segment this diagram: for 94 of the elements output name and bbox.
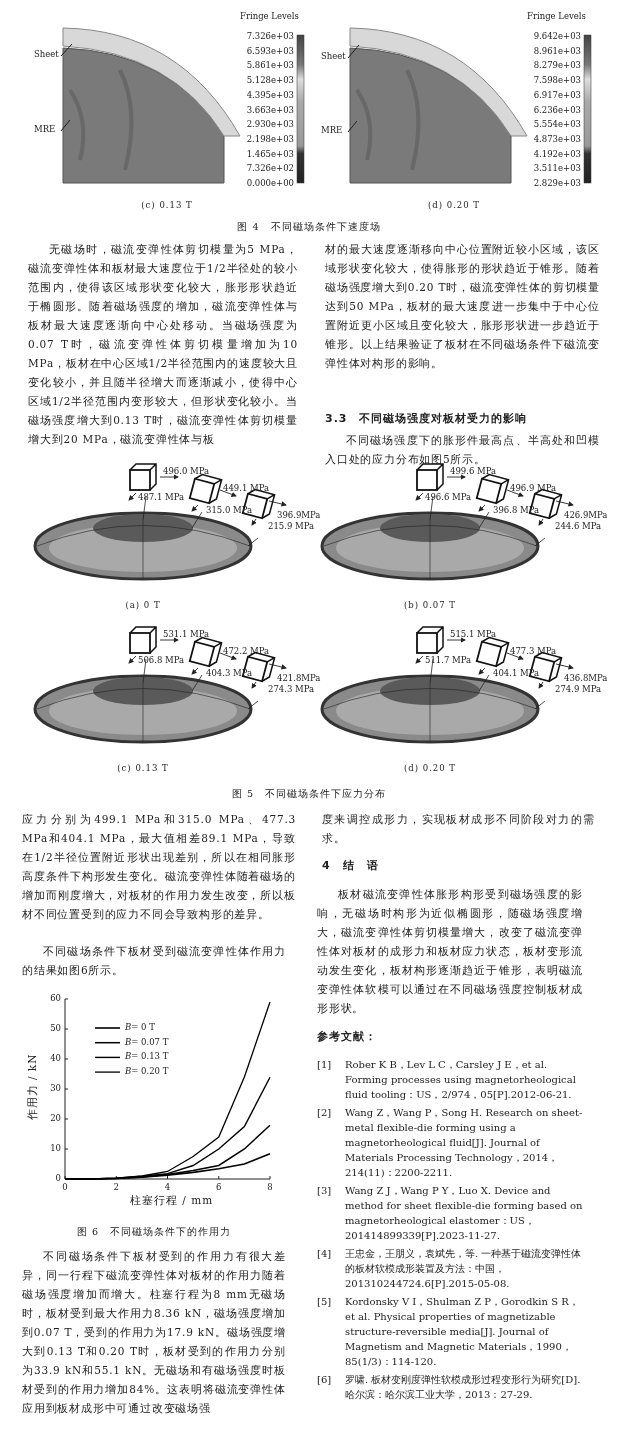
stress-value: 396.9MPa — [277, 510, 321, 520]
stress-value: 449.1 MPa — [223, 483, 270, 493]
axis-tick-label: 0 — [54, 1173, 61, 1183]
axis-tick-label: 4 — [163, 1182, 172, 1192]
axis-tick-label: 20 — [49, 1113, 61, 1123]
legend-label: B= 0.20 T — [125, 1066, 169, 1077]
scale-value: 7.326e+02 — [245, 163, 294, 174]
figure-caption: 图 6 不同磁场条件下的作用力 — [75, 1226, 233, 1239]
scale-value: 2.930e+03 — [245, 119, 294, 130]
body-paragraph: 不同磁场条件下板材受到磁流变弹性体作用力的结果如图6所示。 — [22, 944, 286, 978]
reference-entry: Wang Z J，Wang P Y，Luo X. Device and method for sheet flexible-die forming based on magnetorheological elastomer：US，201414899339[P].2023-11-27. — [345, 1184, 584, 1243]
legend-label: B= 0 T — [125, 1022, 155, 1032]
scale-value: 4.395e+03 — [245, 89, 294, 100]
body-paragraph: 应力分别为499.1 MPa和315.0 MPa、477.3 MPa和404.1 MPa，最大值相差89.1 MPa，导致在1/2半径位置附近形状出现差别，所以在相同胀形高度条件下构形发生变化。磁流变弹性体随着磁场的增加而刚度增大，对板材的作用力发生改变，所以板材不同位置受到的应力不同会导致构形的差异。 — [22, 812, 296, 922]
reference-entry: Kordonsky V I，Shulman Z P，Gorodkin S R，et al. Physical properties of magnetizable structure-reversible media[J]. Journal of Magnetism and Magnetic Materials，1990，85(1/3)：114-120. — [345, 1295, 580, 1369]
subfigure-caption: (d) 0.20 T — [402, 763, 458, 773]
stress-value: 506.8 MPa — [138, 655, 185, 665]
stress-value: 436.8MPa — [564, 673, 608, 683]
stress-value: 487.1 MPa — [138, 492, 185, 502]
legend-label: B= 0.07 T — [125, 1036, 169, 1047]
axis-tick-label: 2 — [112, 1182, 120, 1192]
axis-tick-label: 60 — [49, 993, 61, 1003]
stress-value: 274.3 MPa — [268, 684, 315, 694]
axis-tick-label: 0 — [61, 1182, 69, 1192]
subfigure-caption: (d) 0.20 T — [426, 200, 482, 210]
body-paragraph: 度来调控成形力，实现板材成形不同阶段对力的需求。 — [322, 812, 595, 846]
reference-entry: 罗啸. 板材变刚度弹性软模成形过程变形行为研究[D]. 哈尔滨：哈尔滨工业大学，2013：27-29. — [345, 1373, 582, 1402]
body-paragraph: 无磁场时，磁流变弹性体剪切模量为5 MPa，磁流变弹性体和板材最大速度位于1/2半径处的较小范围内，使得该区域形状变化较大，胀形形状趋近于椭圆形。随着磁场强度的增加，磁流变弹性体与板材最大速度逐渐向中心处移动。当磁场强度为0.07 T时，磁流变弹性体剪切模量增加为10 MPa，板材在中心区域1/2半径范围内的速度较大且变化较小，并且随半径增大而逐渐减小，使得中心区域1/2半径范围内变形较大，但形状变化较小。当磁场强度增大到0.13 T时，磁流变弹性体剪切模量增大到20 MPa，磁流变弹性体与板 — [28, 242, 298, 447]
stress-value: 496.6 MPa — [425, 492, 472, 502]
reference-entry: Wang Z，Wang P，Song H. Research on sheet-metal flexible-die forming using a magnetorheological fluid[J]. Journal of Materials Processing Technology，2014，214(11)：2200-2211. — [345, 1106, 584, 1180]
body-paragraph: 板材磁流变弹性体胀形构形受到磁场强度的影响，无磁场时构形为近似椭圆形，随磁场强度增大，磁流变弹性体剪切模量增大，改变了磁流变弹性体对板材的成形力和板材应力状态，板材变形流动发生变化，板材构形逐渐趋近于锥形，表明磁流变弹性体软模可以通过在不同磁场强度控制板材成形形状。 — [317, 887, 583, 1016]
subfigure-caption: (b) 0.07 T — [402, 600, 458, 610]
stress-value: 274.9 MPa — [555, 684, 602, 694]
scale-value: 5.128e+03 — [245, 75, 294, 86]
scale-value: 2.829e+03 — [532, 178, 581, 188]
stress-value: 531.1 MPa — [163, 629, 210, 639]
stress-value: 244.6 MPa — [555, 521, 602, 531]
scale-value: 2.198e+03 — [245, 133, 294, 144]
subfigure-caption: (c) 0.13 T — [116, 763, 170, 773]
scale-value: 4.873e+03 — [532, 133, 581, 144]
reference-entry: Rober K B，Lev L C，Carsley J E，et al. Forming processes using magnetorheological fluid tooling：US，2/974，05[P].2012-06-21. — [345, 1058, 577, 1102]
axis-title: 作用力 / kN — [26, 1053, 40, 1121]
scale-value: 7.598e+03 — [532, 75, 581, 86]
stress-value: 477.3 MPa — [510, 646, 557, 656]
stress-value: 511.7 MPa — [425, 655, 472, 665]
scale-value: 6.236e+03 — [532, 104, 581, 115]
scale-value: 1.465e+03 — [245, 148, 294, 159]
scale-title: Fringe Levels — [527, 11, 586, 21]
stress-value: 426.9MPa — [564, 510, 608, 520]
stress-value: 496.0 MPa — [163, 466, 210, 476]
scale-value: 0.000e+00 — [245, 178, 294, 188]
scale-value: 5.554e+03 — [532, 119, 581, 130]
reference-number: [4] — [317, 1247, 332, 1261]
subfigure-caption: (a) 0 T — [124, 600, 162, 610]
scale-value: 8.961e+03 — [532, 45, 581, 56]
section-heading: 参考文献： — [317, 1029, 377, 1044]
axis-tick-label: 50 — [49, 1023, 61, 1033]
axis-title: 柱塞行程 / mm — [130, 1194, 214, 1208]
subfigure-caption: (c) 0.13 T — [140, 200, 194, 210]
scale-value: 3.663e+03 — [245, 104, 294, 115]
figure-caption: 图 4 不同磁场条件下速度场 — [236, 221, 382, 234]
scale-title: Fringe Levels — [240, 11, 299, 21]
stress-value: 215.9 MPa — [268, 521, 315, 531]
stress-value: 496.9 MPa — [510, 483, 557, 493]
scale-value: 8.279e+03 — [532, 60, 581, 71]
scale-value: 7.326e+03 — [245, 31, 294, 41]
stress-value: 421.8MPa — [277, 673, 321, 683]
scale-value: 4.192e+03 — [532, 148, 581, 159]
scale-value: 3.511e+03 — [532, 163, 581, 174]
body-paragraph: 材的最大速度逐渐移向中心位置附近较小区域，该区域形状变化较大，使得胀形的形状趋近于锥形。随着磁场强度增大到0.20 T时，磁流变弹性体的剪切模量达到50 MPa，板材的最大速度进一步集中于中心位置附近更小区域且变化较大，胀形形状进一步趋近于锥形。以上结果验证了板材在不同磁场条件下磁流变弹性体对构形的影响。 — [325, 242, 600, 371]
scale-value: 9.642e+03 — [532, 31, 581, 41]
axis-tick-label: 8 — [266, 1182, 274, 1192]
figure-caption: 图 5 不同磁场条件下应力分布 — [230, 788, 388, 801]
section-heading: 3.3 不同磁场强度对板材受力的影响 — [325, 411, 528, 426]
reference-number: [2] — [317, 1106, 332, 1120]
stress-value: 515.1 MPa — [450, 629, 497, 639]
axis-tick-label: 6 — [215, 1182, 223, 1192]
reference-number: [1] — [317, 1058, 332, 1072]
stress-value: 499.6 MPa — [450, 466, 497, 476]
axis-tick-label: 30 — [49, 1083, 61, 1093]
scale-value: 6.917e+03 — [532, 89, 581, 100]
axis-tick-label: 40 — [49, 1053, 61, 1063]
body-paragraph: 不同磁场强度下的胀形件最高点、半高处和凹模入口处的应力分布如图5所示。 — [325, 433, 600, 467]
axis-tick-label: 10 — [49, 1143, 61, 1153]
scale-value: 6.593e+03 — [245, 45, 294, 56]
reference-number: [3] — [317, 1184, 332, 1198]
body-paragraph: 不同磁场条件下板材受到的作用力有很大差异，同一行程下磁流变弹性体对板材的作用力随着磁场强度增加而增大。柱塞行程为8 mm无磁场时，板材受到最大作用力8.36 kN，磁场强度增加到0.07 T，受到的作用力为17.9 kN。磁场强度增大到0.13 T和0.20 T时，板材受到的作用力分别为33.9 kN和55.1 kN。无磁场和有磁场强度时板材受到的作用力增加84%。这表明将磁流变弹性体应用到板材成形中可通过改变磁场强 — [22, 1249, 286, 1416]
reference-number: [5] — [317, 1295, 332, 1309]
stress-value: 472.2 MPa — [223, 646, 270, 656]
section-heading: 4 结 语 — [322, 858, 379, 873]
legend-label: B= 0.13 T — [125, 1051, 169, 1062]
reference-number: [6] — [317, 1373, 332, 1387]
scale-value: 5.861e+03 — [245, 60, 294, 71]
reference-entry: 王忠金，王朋义，袁斌先，等. 一种基于磁流变弹性体的板材软模成形装置及方法：中国，201310244724.6[P].2015-05-08. — [345, 1247, 583, 1291]
